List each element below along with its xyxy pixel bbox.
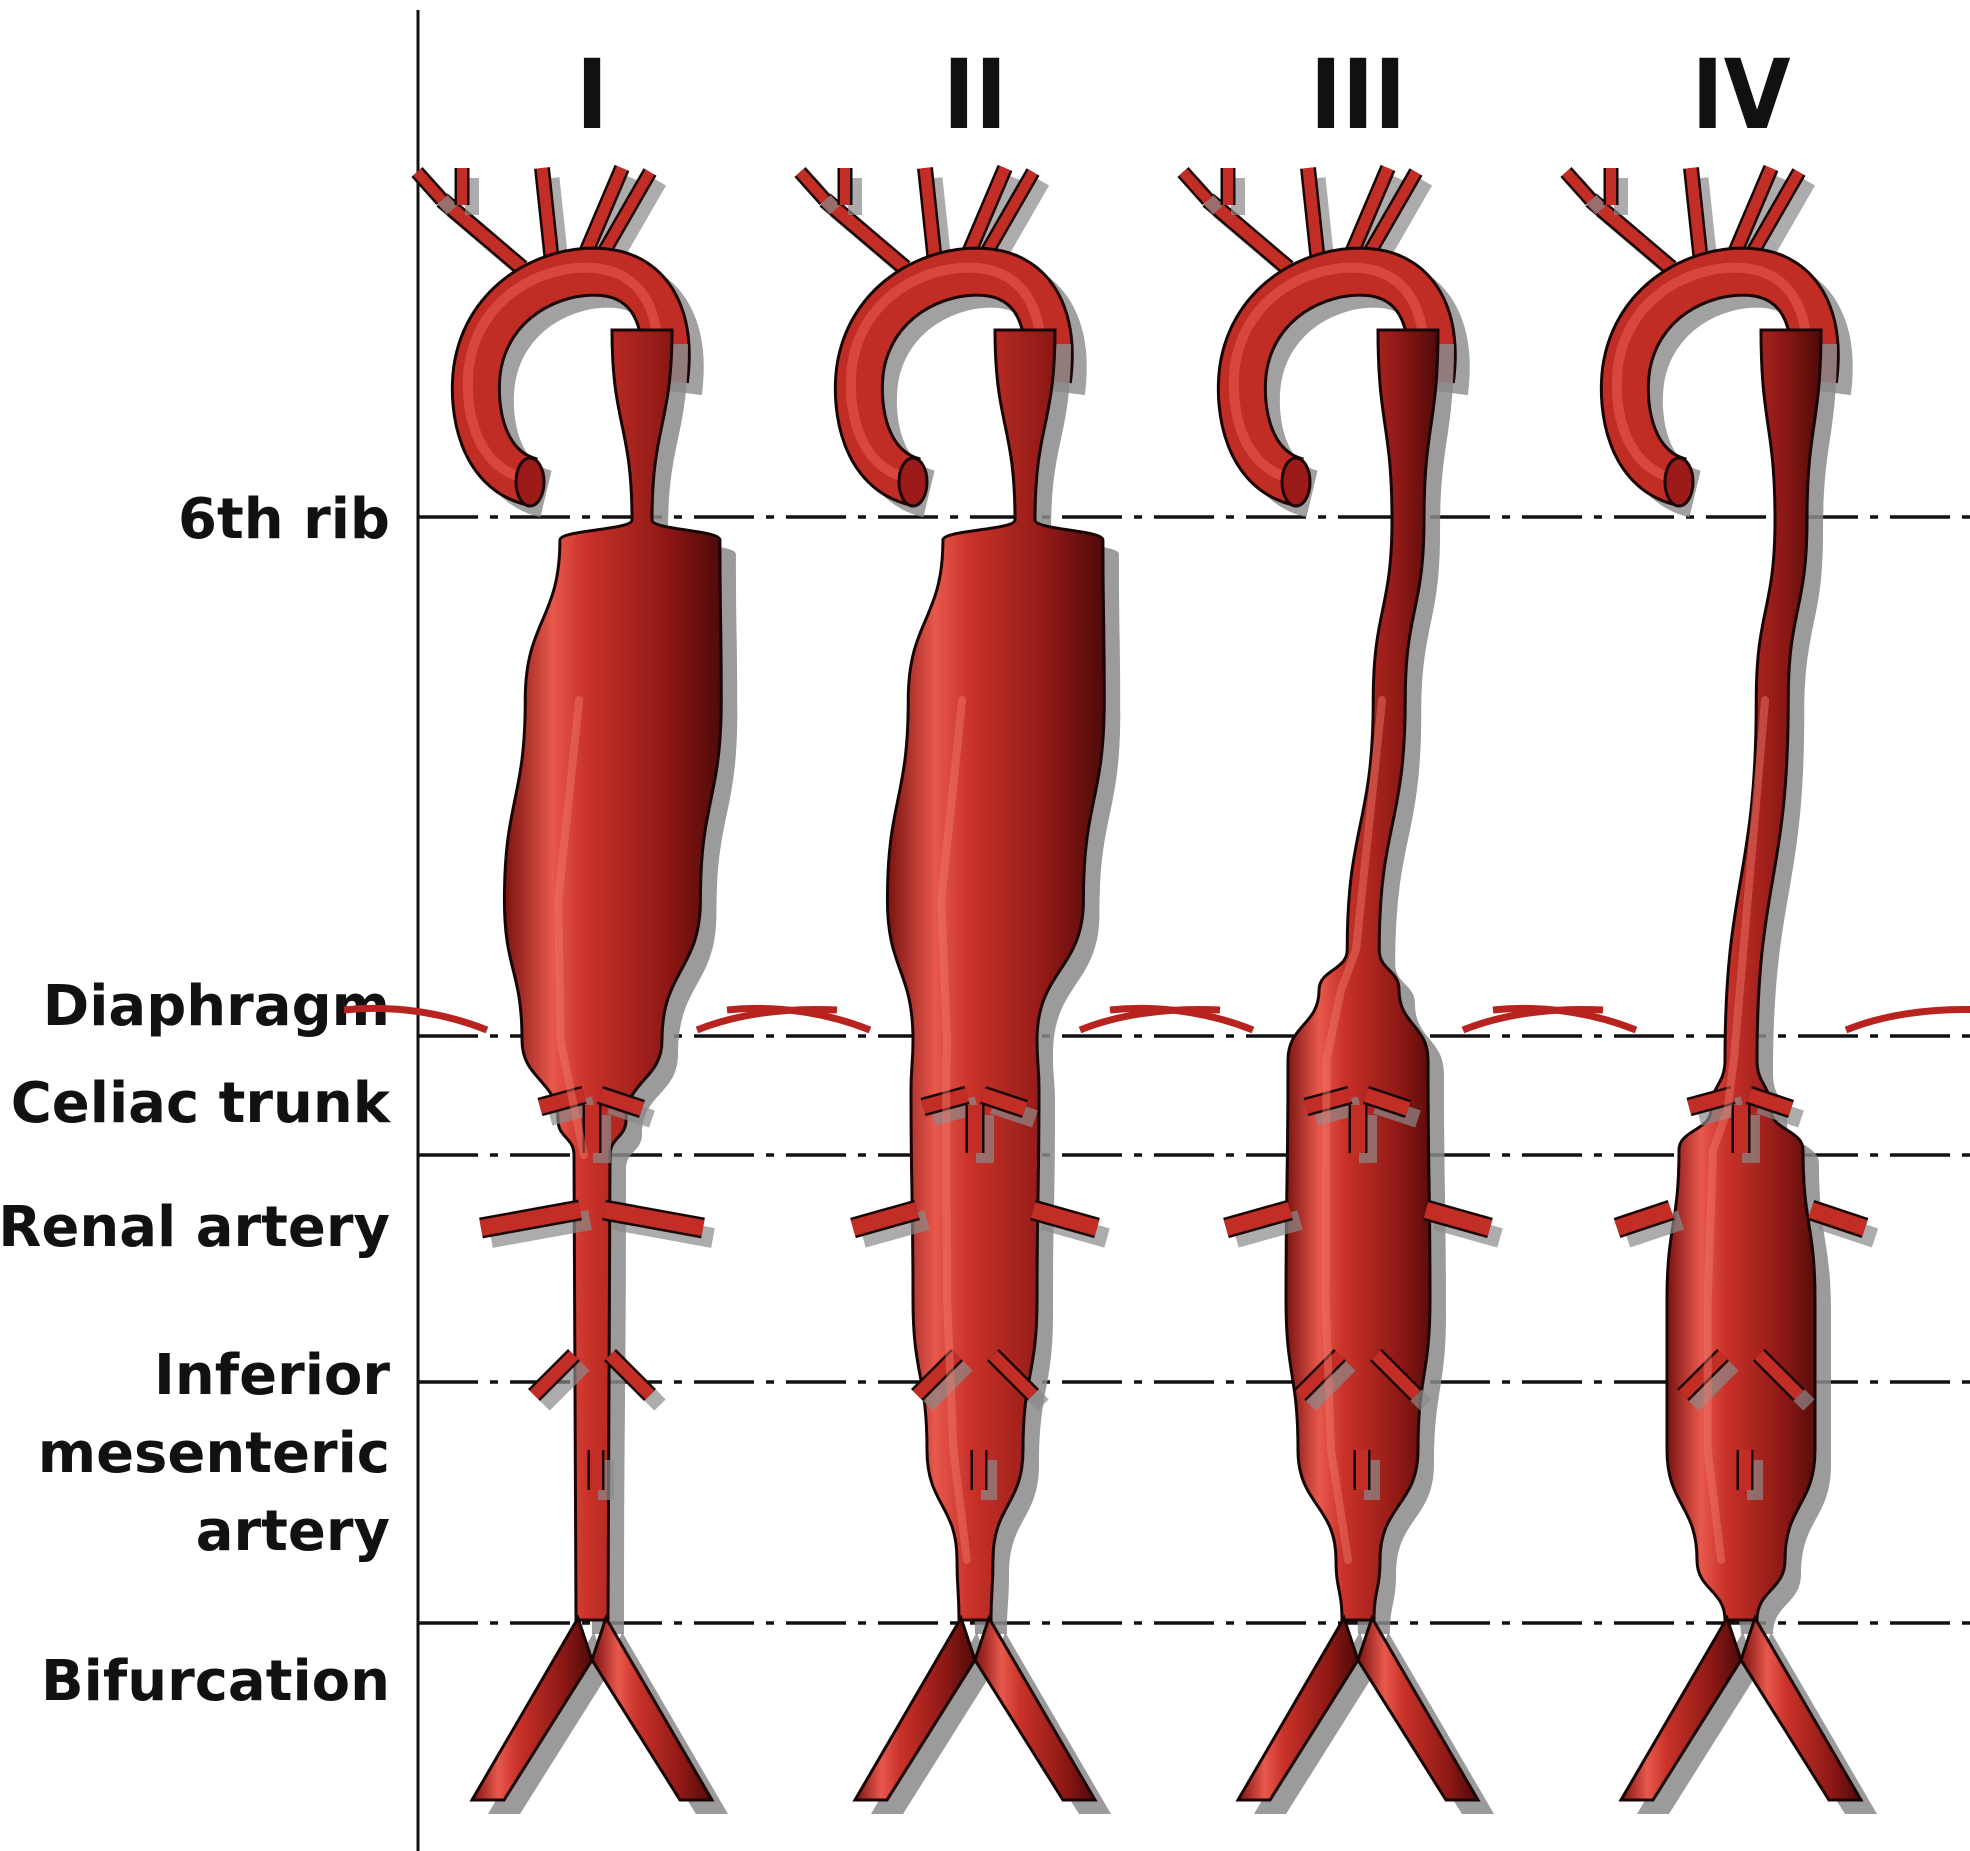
type-header-2: II (943, 39, 1007, 151)
diaphragm-right-crus (1078, 1006, 1221, 1034)
right-iliac-artery (590, 1614, 715, 1802)
right-iliac-artery (973, 1614, 1098, 1802)
aorta-type-1 (343, 164, 838, 1814)
right-iliac-artery (1739, 1614, 1864, 1802)
aortic-root (1663, 456, 1695, 508)
diaphragm-left-crus (1109, 1004, 1255, 1034)
label-renal-artery: Renal artery (0, 1195, 390, 1260)
type-header-4: IV (1692, 39, 1791, 151)
diaphragm-left-crus (343, 1004, 489, 1034)
left-iliac-artery (852, 1614, 977, 1802)
diaphragm-right-crus (1461, 1006, 1604, 1034)
type-header-3: III (1310, 39, 1406, 151)
diaphragm-left-crus (726, 1004, 872, 1034)
label-celiac-trunk: Celiac trunk (11, 1071, 392, 1136)
left-iliac-artery (469, 1614, 594, 1802)
label-ima-line3: artery (196, 1499, 390, 1564)
level-labels: 6th rib Diaphragm Celiac trunk Renal art… (0, 487, 392, 1714)
aorta-type-4 (1492, 164, 1970, 1814)
diaphragm-right-crus (1844, 1006, 1970, 1034)
aortic-root (514, 456, 546, 508)
diaphragm-right-crus (695, 1006, 838, 1034)
diaphragm-left-crus (1492, 1004, 1638, 1034)
label-bifurcation: Bifurcation (41, 1649, 390, 1714)
right-iliac-artery (1356, 1614, 1481, 1802)
aorta-type-2 (726, 164, 1221, 1814)
type-header-1: I (576, 39, 608, 151)
label-6th-rib: 6th rib (178, 487, 390, 552)
label-ima-line1: Inferior (154, 1343, 390, 1408)
label-diaphragm: Diaphragm (43, 974, 390, 1039)
descending-aorta (1284, 328, 1440, 1622)
label-ima-line2: mesenteric (38, 1421, 390, 1486)
type-headers: I II III IV (576, 39, 1791, 151)
aortic-root (897, 456, 929, 508)
aorta-illustrations (343, 164, 1970, 1814)
aorta-type-3 (1109, 164, 1604, 1814)
aortic-root (1280, 456, 1312, 508)
left-iliac-artery (1235, 1614, 1360, 1802)
left-iliac-artery (1618, 1614, 1743, 1802)
